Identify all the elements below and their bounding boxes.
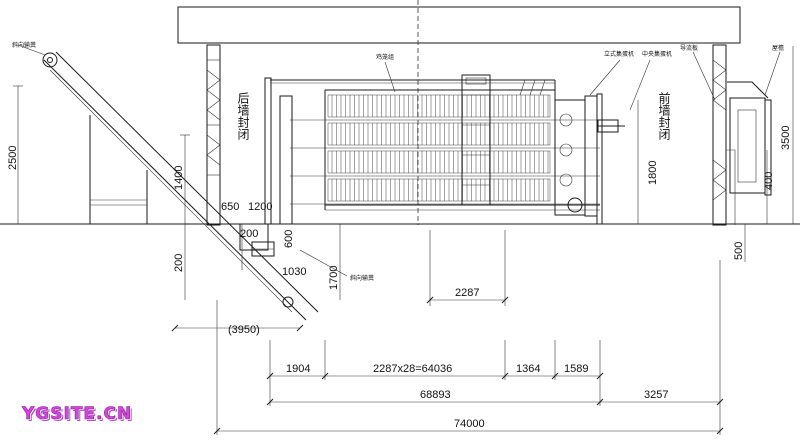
label-front-wall: 前墙封闭 bbox=[657, 91, 671, 141]
dim-1800: 1800 bbox=[647, 161, 659, 185]
dim-2287: 2287 bbox=[455, 287, 479, 299]
dimension-lines bbox=[13, 44, 794, 435]
dim-conveyor-height: 1400 bbox=[173, 166, 185, 190]
label-vertical-egg-collector: 立式集蛋机 bbox=[604, 50, 634, 58]
cage-frame bbox=[270, 79, 600, 215]
dim-1030: 1030 bbox=[282, 266, 306, 278]
front-drive-unit bbox=[519, 79, 625, 217]
dim-total-68893: 68893 bbox=[420, 389, 451, 401]
dim-1700: 1700 bbox=[328, 266, 340, 290]
dim-seg-1364: 1364 bbox=[516, 363, 540, 375]
label-guide-frame: 导流板 bbox=[680, 44, 698, 52]
dim-3950: (3950) bbox=[228, 324, 260, 336]
center-elevator bbox=[461, 74, 491, 206]
cage-tier bbox=[327, 150, 551, 174]
rear-drive-box bbox=[279, 95, 293, 225]
dim-left-height: 2500 bbox=[7, 146, 19, 170]
dim-400: 400 bbox=[763, 172, 775, 190]
label-central-egg-collector: 中央集蛋机 bbox=[642, 50, 672, 58]
label-incline-conveyor-top: 斜向输粪 bbox=[12, 41, 36, 49]
dim-200-a: 200 bbox=[240, 228, 258, 240]
right-column bbox=[712, 44, 727, 226]
incline-conveyor bbox=[42, 51, 319, 321]
dim-500: 500 bbox=[733, 242, 745, 260]
dim-seg-1589: 1589 bbox=[564, 363, 588, 375]
label-incline-conveyor-bottom: 斜向输粪 bbox=[350, 274, 374, 282]
front-wall bbox=[596, 93, 603, 225]
dimension-ticks bbox=[171, 296, 724, 435]
dim-total-74000: 74000 bbox=[454, 418, 485, 430]
cage-tier bbox=[327, 94, 551, 118]
roof-slab bbox=[177, 6, 741, 44]
dim-200-b: 200 bbox=[173, 254, 185, 272]
dim-seg-3257: 3257 bbox=[644, 389, 668, 401]
watermark: YGSITE.CN bbox=[22, 404, 133, 425]
dim-seg-1904: 1904 bbox=[286, 363, 310, 375]
cage-tier bbox=[327, 178, 551, 202]
dim-seg-cages: 2287x28=64036 bbox=[373, 363, 452, 375]
rear-column bbox=[206, 44, 221, 226]
cage-tier bbox=[327, 122, 551, 146]
manure-pit bbox=[239, 224, 275, 257]
dim-650: 650 bbox=[221, 201, 239, 213]
dim-1200: 1200 bbox=[248, 201, 272, 213]
end-room bbox=[726, 81, 772, 225]
dim-right-height: 3500 bbox=[780, 126, 792, 150]
cage-tiers bbox=[290, 94, 600, 205]
rear-wall bbox=[264, 77, 272, 225]
label-rear-wall: 后墙封闭 bbox=[236, 92, 250, 141]
label-cage-group: 鸡笼组 bbox=[376, 53, 394, 61]
dim-600: 600 bbox=[283, 230, 295, 248]
label-eave: 屋檐 bbox=[772, 44, 784, 52]
